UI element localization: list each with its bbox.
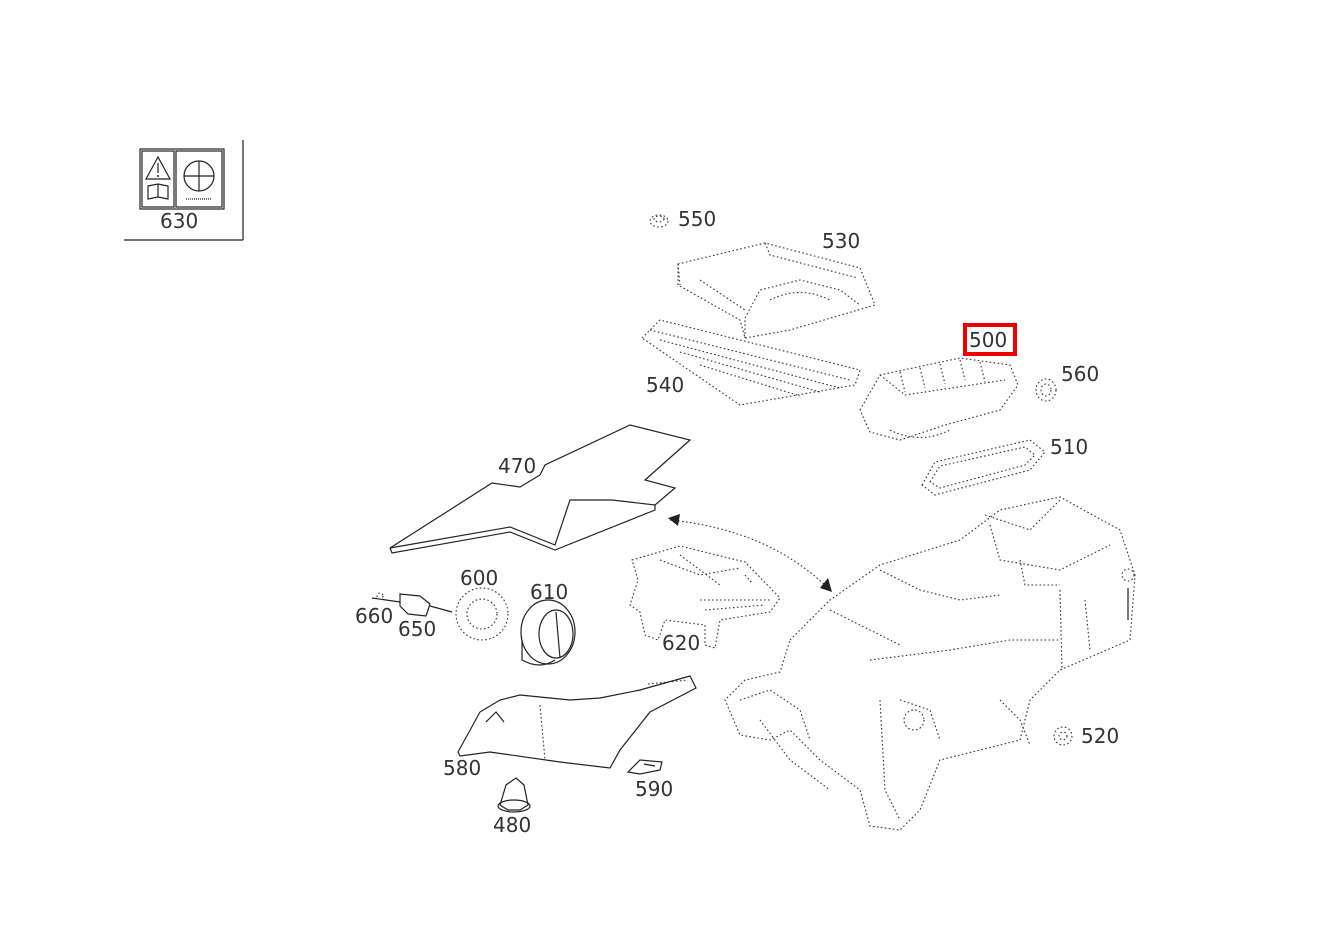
- warning-triangle-icon: [144, 155, 172, 180]
- part-label-530[interactable]: 530: [822, 229, 860, 253]
- part-label-470[interactable]: 470: [498, 454, 536, 478]
- part-label-580[interactable]: 580: [443, 756, 481, 780]
- part-650-holder: 650: [398, 593, 453, 641]
- highlight-box-500: [963, 323, 1017, 356]
- part-label-630[interactable]: 630: [160, 209, 198, 233]
- part-label-600[interactable]: 600: [460, 566, 498, 590]
- part-label-610[interactable]: 610: [530, 580, 568, 604]
- part-560-grommet: 560: [1035, 362, 1099, 402]
- part-540-filter-element: 540: [641, 319, 861, 406]
- part-530-filter-cover: 530: [677, 229, 876, 339]
- part-510-gasket: 510: [921, 435, 1088, 496]
- part-520-nut: 520: [1053, 724, 1119, 748]
- inset-630: 630: [124, 140, 244, 241]
- part-label-500[interactable]: 500: [969, 328, 1007, 352]
- part-580-underbody-panel: 580: [443, 675, 697, 780]
- part-500-intake-duct: 500: [859, 323, 1019, 441]
- part-610-sensor-cap: 610: [520, 580, 576, 666]
- part-label-510[interactable]: 510: [1050, 435, 1088, 459]
- part-620-air-guide: 620: [629, 545, 781, 655]
- engine-block: [724, 496, 1136, 831]
- part-label-590[interactable]: 590: [635, 777, 673, 801]
- part-660-bolt: 660: [355, 592, 401, 628]
- part-label-480[interactable]: 480: [493, 813, 531, 837]
- part-label-660[interactable]: 660: [355, 604, 393, 628]
- part-label-620[interactable]: 620: [662, 631, 700, 655]
- part-label-560[interactable]: 560: [1061, 362, 1099, 386]
- part-label-550[interactable]: 550: [678, 207, 716, 231]
- part-590-clip: 590: [626, 759, 673, 801]
- part-label-650[interactable]: 650: [398, 617, 436, 641]
- part-550-screw: 550: [649, 207, 716, 231]
- crosshair-circle-icon: [183, 160, 215, 200]
- part-480-push-clip: 480: [493, 777, 531, 837]
- part-600-sensor: 600: [455, 566, 509, 641]
- part-470-insulation-mat: 470: [389, 424, 692, 554]
- curved-arrow: [668, 514, 832, 592]
- part-label-520[interactable]: 520: [1081, 724, 1119, 748]
- manual-book-icon: [147, 183, 169, 200]
- part-label-540[interactable]: 540: [646, 373, 684, 397]
